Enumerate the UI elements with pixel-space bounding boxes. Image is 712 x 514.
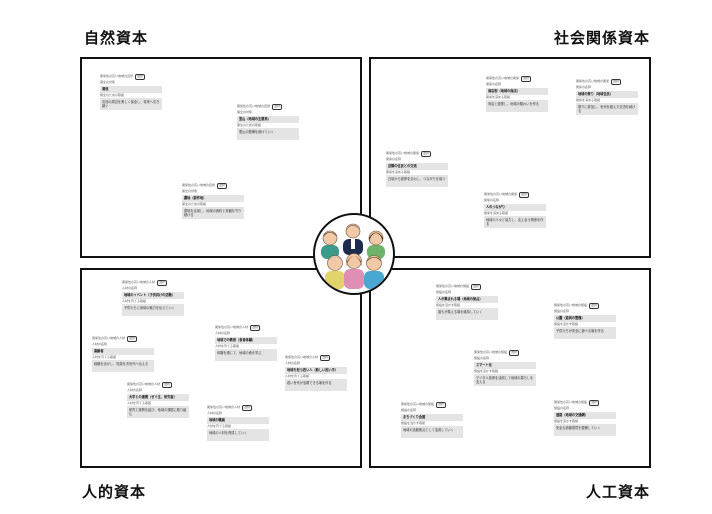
card-desc: 誰もが集える場を維持していく	[436, 308, 498, 321]
human-capital-title: 人的資本	[82, 483, 147, 501]
artificial-capital-title: 人工資本	[585, 483, 650, 501]
human-card-1[interactable]: 関係性の高い地域の人材選択 人材の名称 地域のイベント（子供向けの活動） 人材を…	[122, 280, 184, 317]
artificial-capital-quadrant: 関係性の高い地域の施設選択 施設の名称 人が集まれる場（地域の拠点） 施設を活か…	[369, 268, 651, 468]
natural-card-1[interactable]: 関係性の高い地域の自然選択 保全の対象 清流 保全のための取組 清流の周辺を美し…	[100, 74, 162, 111]
person-icon	[321, 230, 339, 259]
card-title: スマート化	[474, 361, 536, 369]
human-card-6[interactable]: 関係性の高い地域の人材選択 人材の名称 地域の職員 人材を育てる取組 地域の人材…	[207, 405, 269, 442]
card-title: 近隣の住民との交流	[386, 162, 448, 170]
person-icon	[367, 230, 385, 259]
card-desc: 若い世代が活躍できる場を作る	[285, 379, 347, 392]
card-desc: 里山の整備を続けていく	[237, 128, 299, 141]
card-title: 地域の祭り（地域住民）	[576, 90, 638, 98]
card-desc: デジタル技術を活用して地域の暮らしを支える	[474, 374, 536, 387]
social-card-1[interactable]: 関係性の高い地域の関係選択 関係の名称 地域の祭り（地域住民） 関係を深める取組…	[576, 79, 638, 116]
card-title: 地域の職員	[207, 416, 269, 424]
card-desc: 安全な道路環境を整備していく	[554, 424, 616, 437]
card-title: 地域を担う若い人（新しい担い手）	[285, 366, 347, 374]
card-title: 地域での教育（食育体験）	[215, 336, 277, 344]
social-capital-title: 社会関係資本	[553, 29, 650, 47]
artificial-card-3[interactable]: 関係性の高い地域の施設選択 施設の名称 スマート化 施設を活かす取組 デジタル技…	[474, 350, 536, 387]
card-desc: 農地を活用し、地域の食料と景観を守り続ける	[182, 207, 244, 220]
card-desc: 清流の周辺を美しく保全し、将来へ引き継ぐ	[100, 98, 162, 111]
card-title: 農地（耕作地）	[182, 194, 244, 202]
card-title: 地域のイベント（子供向けの活動）	[122, 291, 184, 299]
card-title: 人のつながり	[484, 203, 546, 211]
human-capital-quadrant: 関係性の高い地域の人材選択 人材の名称 地域のイベント（子供向けの活動） 人材を…	[80, 268, 362, 468]
card-title: 清流	[100, 85, 162, 93]
card-desc: 経験を活かし、知恵を次世代へ伝える	[92, 360, 154, 373]
card-title: 高齢者	[92, 347, 154, 355]
artificial-card-4[interactable]: 関係性の高い地域の施設選択 施設の名称 まちづくり会館 施設を活かす取組 地域の…	[401, 402, 463, 439]
card-desc: 地域の人々と協力し、支え合う関係を作る	[484, 216, 546, 229]
card-title: 道路（地域の交通網）	[554, 411, 616, 419]
card-desc: 子供たちが安全に遊べる場を作る	[554, 327, 616, 340]
social-capital-quadrant: 関係性の高い地域の関係選択 関係の名称 地域の祭り（地域住民） 関係を深める取組…	[369, 57, 651, 258]
person-icon	[325, 255, 345, 289]
artificial-card-5[interactable]: 関係性の高い地域の施設選択 施設の名称 道路（地域の交通網） 施設を活かす取組 …	[554, 400, 616, 437]
natural-capital-title: 自然資本	[84, 29, 149, 47]
person-icon	[344, 253, 364, 289]
human-card-4[interactable]: 関係性の高い地域の人材選択 人材の名称 地域を担う若い人（新しい担い手） 人材を…	[285, 355, 347, 392]
person-icon	[364, 255, 384, 289]
card-title: 里山（地域の生態系）	[237, 115, 299, 123]
card-desc: 体験を通じて、地域の食を学ぶ	[215, 349, 277, 362]
natural-card-2[interactable]: 関係性の高い地域の自然選択 保全の対象 里山（地域の生態系） 保全のための取組 …	[237, 104, 299, 141]
social-card-2[interactable]: 関係性の高い地域の関係選択 関係の名称 商店街（地域の商店） 関係を深める取組 …	[486, 76, 548, 113]
card-title: 人が集まれる場（地域の拠点）	[436, 295, 498, 303]
artificial-card-2[interactable]: 関係性の高い地域の施設選択 施設の名称 公園（遊具の整備） 施設を活かす取組 子…	[554, 303, 616, 340]
card-title: 商店街（地域の商店）	[486, 87, 548, 95]
card-desc: 祭りに参加し、世代を超えた交流を続ける	[576, 103, 638, 116]
card-desc: 子供たちに地域の魅力を伝えていく	[122, 304, 184, 317]
person-icon	[343, 223, 363, 255]
community-people-illustration	[313, 213, 395, 295]
card-title: 大学との連携（ゼミ生、研究者）	[127, 393, 189, 401]
card-desc: 地域の人材を育成していく	[207, 429, 269, 442]
card-desc: 研究と実践を結び、地域の課題に取り組む	[127, 406, 189, 419]
artificial-card-1[interactable]: 関係性の高い地域の施設選択 施設の名称 人が集まれる場（地域の拠点） 施設を活か…	[436, 284, 498, 321]
human-card-2[interactable]: 関係性の高い地域の人材選択 人材の名称 高齢者 人材を育てる取組 経験を活かし、…	[92, 336, 154, 373]
natural-capital-quadrant: 関係性の高い地域の自然選択 保全の対象 清流 保全のための取組 清流の周辺を美し…	[80, 57, 362, 258]
social-card-4[interactable]: 関係性の高い地域の関係選択 関係の名称 人のつながり 関係を深める取組 地域の人…	[484, 192, 546, 229]
natural-card-3[interactable]: 関係性の高い地域の自然選択 保全の対象 農地（耕作地） 保全のための取組 農地を…	[182, 183, 244, 220]
people-group-icon	[321, 223, 385, 289]
human-card-5[interactable]: 関係性の高い地域の人材選択 人材の名称 大学との連携（ゼミ生、研究者） 人材を育…	[127, 382, 189, 419]
card-desc: 地域の活動拠点として活用していく	[401, 426, 463, 439]
card-title: まちづくり会館	[401, 413, 463, 421]
human-card-3[interactable]: 関係性の高い地域の人材選択 人材の名称 地域での教育（食育体験） 人材を育てる取…	[215, 325, 277, 362]
card-desc: 商店と連携し、地域の賑わいを作る	[486, 100, 548, 113]
card-desc: 日頃から挨拶を交わし、つながりを保つ	[386, 175, 448, 188]
social-card-3[interactable]: 関係性の高い地域の関係選択 関係の名称 近隣の住民との交流 関係を深める取組 日…	[386, 151, 448, 188]
card-title: 公園（遊具の整備）	[554, 314, 616, 322]
